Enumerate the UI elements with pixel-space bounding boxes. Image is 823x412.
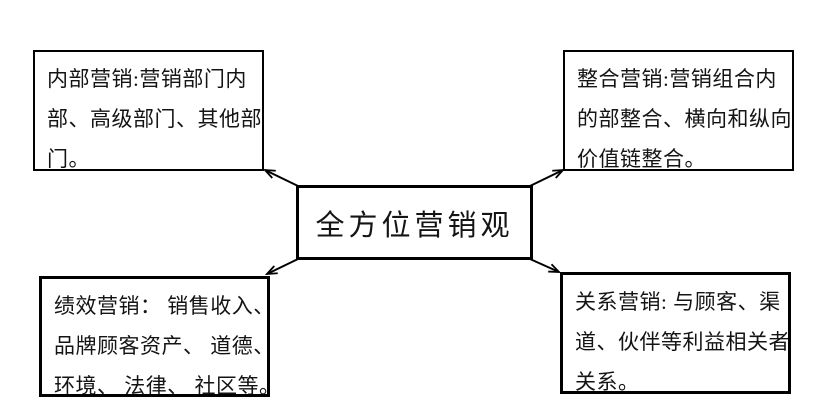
box-internal-marketing: 内部营销:营销部门内 部、高级部门、其他部 门。 xyxy=(33,50,264,171)
center-concept-box: 全方位营销观 xyxy=(296,185,533,260)
box-text-line: 整合营销:营销组合内 xyxy=(577,67,777,91)
box-text-line: 关系。 xyxy=(575,370,640,394)
arrow-to-bottom-right-icon xyxy=(529,258,562,273)
box-text-line: 部、高级部门、其他部 xyxy=(47,107,262,131)
box-text-line: 内部营销:营销部门内 xyxy=(47,67,247,91)
arrow-to-top-left-icon xyxy=(262,168,299,187)
arrow-to-bottom-left-icon xyxy=(264,258,299,276)
box-text-line: 品牌顾客资产、 道德、 xyxy=(54,334,270,358)
box-performance-marketing: 绩效营销： 销售收入、 品牌顾客资产、 道德、 环境、 法律、 社区等。 xyxy=(39,276,270,397)
box-text-line: 环境、 法律、 社区等。 xyxy=(54,374,270,397)
box-text-line: 关系营销: 与顾客、渠 xyxy=(575,290,781,314)
arrow-to-top-right-icon xyxy=(529,168,566,187)
center-concept-label: 全方位营销观 xyxy=(315,209,514,242)
box-text-line: 绩效营销： 销售收入、 xyxy=(54,294,270,318)
box-text-line: 道、伙伴等利益相关者 xyxy=(575,330,790,354)
box-text-line: 价值链整合。 xyxy=(577,147,706,171)
box-relationship-marketing: 关系营销: 与顾客、渠 道、伙伴等利益相关者 关系。 xyxy=(560,272,791,394)
box-text-line: 的部整合、横向和纵向 xyxy=(577,107,792,131)
box-text-line: 门。 xyxy=(47,147,90,171)
box-integrated-marketing: 整合营销:营销组合内 的部整合、横向和纵向 价值链整合。 xyxy=(563,50,794,171)
